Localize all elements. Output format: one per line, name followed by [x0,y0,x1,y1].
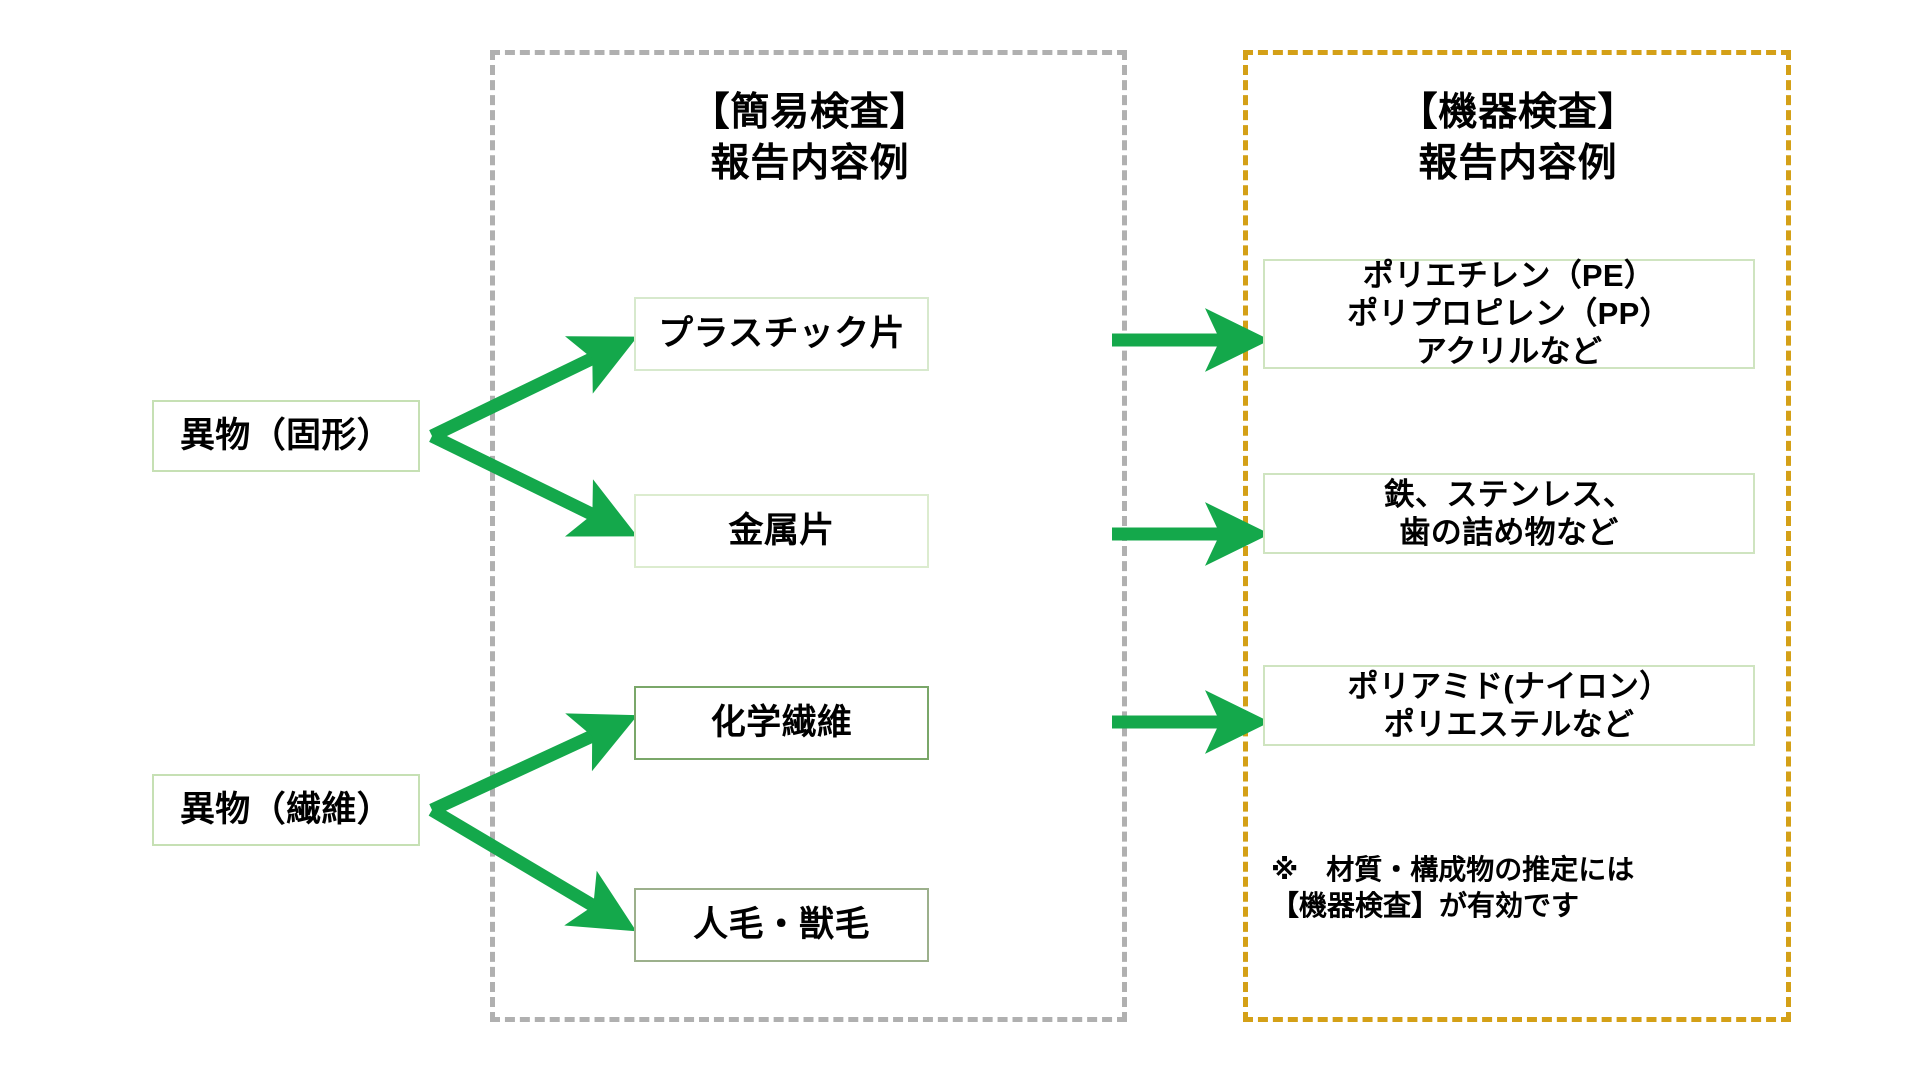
node-result-fiber-types-label: ポリアミド(ナイロン） ポリエステルなど [1347,668,1671,742]
node-foreign-matter-fiber[interactable]: 異物（繊維） [152,774,420,846]
panel-simple-test-title: 【簡易検査】 報告内容例 [690,91,930,185]
node-human-animal-hair-label: 人毛・獣毛 [693,904,870,944]
node-plastic-fragment[interactable]: プラスチック片 [634,297,929,371]
node-foreign-matter-solid[interactable]: 異物（固形） [152,400,420,472]
footnote-device-test-recommendation: ※ 材質・構成物の推定には 【機器検査】が有効です [1271,854,1635,922]
panel-device-test-title: 【機器検査】 報告内容例 [1398,91,1638,185]
node-result-fiber-types[interactable]: ポリアミド(ナイロン） ポリエステルなど [1263,665,1755,746]
node-metal-fragment-label: 金属片 [728,510,835,550]
node-result-metal-types-label: 鉄、ステンレス、 歯の詰め物など [1383,476,1635,550]
node-human-animal-hair[interactable]: 人毛・獣毛 [634,888,929,962]
node-result-metal-types[interactable]: 鉄、ステンレス、 歯の詰め物など [1263,473,1755,554]
node-result-plastic-types[interactable]: ポリエチレン（PE） ポリプロピレン（PP） アクリルなど [1263,258,1755,369]
node-chemical-fiber[interactable]: 化学繊維 [634,686,929,760]
node-chemical-fiber-label: 化学繊維 [710,702,853,742]
node-foreign-matter-fiber-label: 異物（繊維） [179,789,393,829]
node-metal-fragment[interactable]: 金属片 [634,494,929,568]
node-plastic-fragment-label: プラスチック片 [658,313,905,353]
node-foreign-matter-solid-label: 異物（固形） [179,415,393,455]
node-result-plastic-types-label: ポリエチレン（PE） ポリプロピレン（PP） アクリルなど [1347,258,1671,369]
